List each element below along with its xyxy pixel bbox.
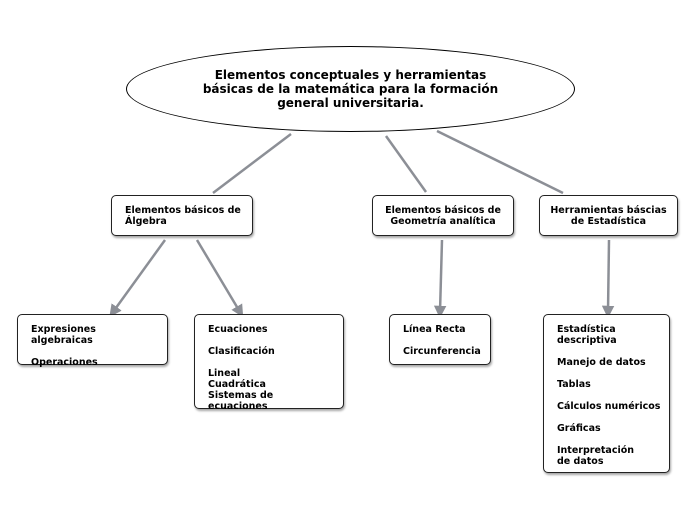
leaf-recta: Línea Recta Circunferencia (389, 314, 491, 365)
node-estadistica: Herramientas báscias de Estadística (539, 195, 678, 236)
leaf-item: Circunferencia (403, 346, 481, 357)
connector-root-algebra (212, 133, 292, 194)
node-estadistica-label: Herramientas báscias de Estadística (550, 204, 667, 227)
leaf-item: Línea Recta (403, 324, 466, 335)
arrow-algebra-expresiones (109, 239, 167, 318)
leaf-item: Clasificación (208, 346, 275, 357)
arrow-geometria-recta (433, 239, 447, 319)
node-algebra-label: Elementos básicos de Álgebra (125, 204, 241, 227)
leaf-item: Gráficas (557, 423, 601, 434)
leaf-item: Interpretación de datos (557, 445, 635, 467)
leaf-item: Tablas (557, 379, 591, 390)
root-concept-ellipse: Elementos conceptuales y herramientas bá… (126, 46, 575, 132)
leaf-item: Estadística descriptiva (557, 324, 617, 346)
leaf-item: Operaciones (31, 357, 98, 368)
node-geometria: Elementos básicos de Geometría analítica (372, 195, 514, 236)
leaf-expresiones: Expresiones algebraicas Operaciones (17, 314, 168, 368)
root-concept-text: Elementos conceptuales y herramientas bá… (202, 68, 499, 110)
leaf-item: Ecuaciones (208, 324, 268, 335)
leaf-estadistica: Estadística descriptiva Manejo de datos … (543, 314, 670, 473)
arrow-estadistica-items (601, 239, 615, 319)
leaf-item: Lineal Cuadrática Sistemas de ecuaciones (208, 368, 274, 412)
connector-root-estadistica (436, 129, 564, 195)
connector-root-geometria (384, 135, 428, 193)
node-algebra: Elementos básicos de Álgebra (111, 195, 253, 236)
leaf-item: Manejo de datos (557, 357, 646, 368)
leaf-item: Expresiones algebraicas (31, 324, 96, 346)
node-geometria-label: Elementos básicos de Geometría analítica (385, 204, 501, 227)
arrow-algebra-ecuaciones (195, 239, 244, 318)
leaf-item: Cálculos numéricos (557, 401, 661, 412)
leaf-ecuaciones: Ecuaciones Clasificación Lineal Cuadráti… (194, 314, 344, 412)
